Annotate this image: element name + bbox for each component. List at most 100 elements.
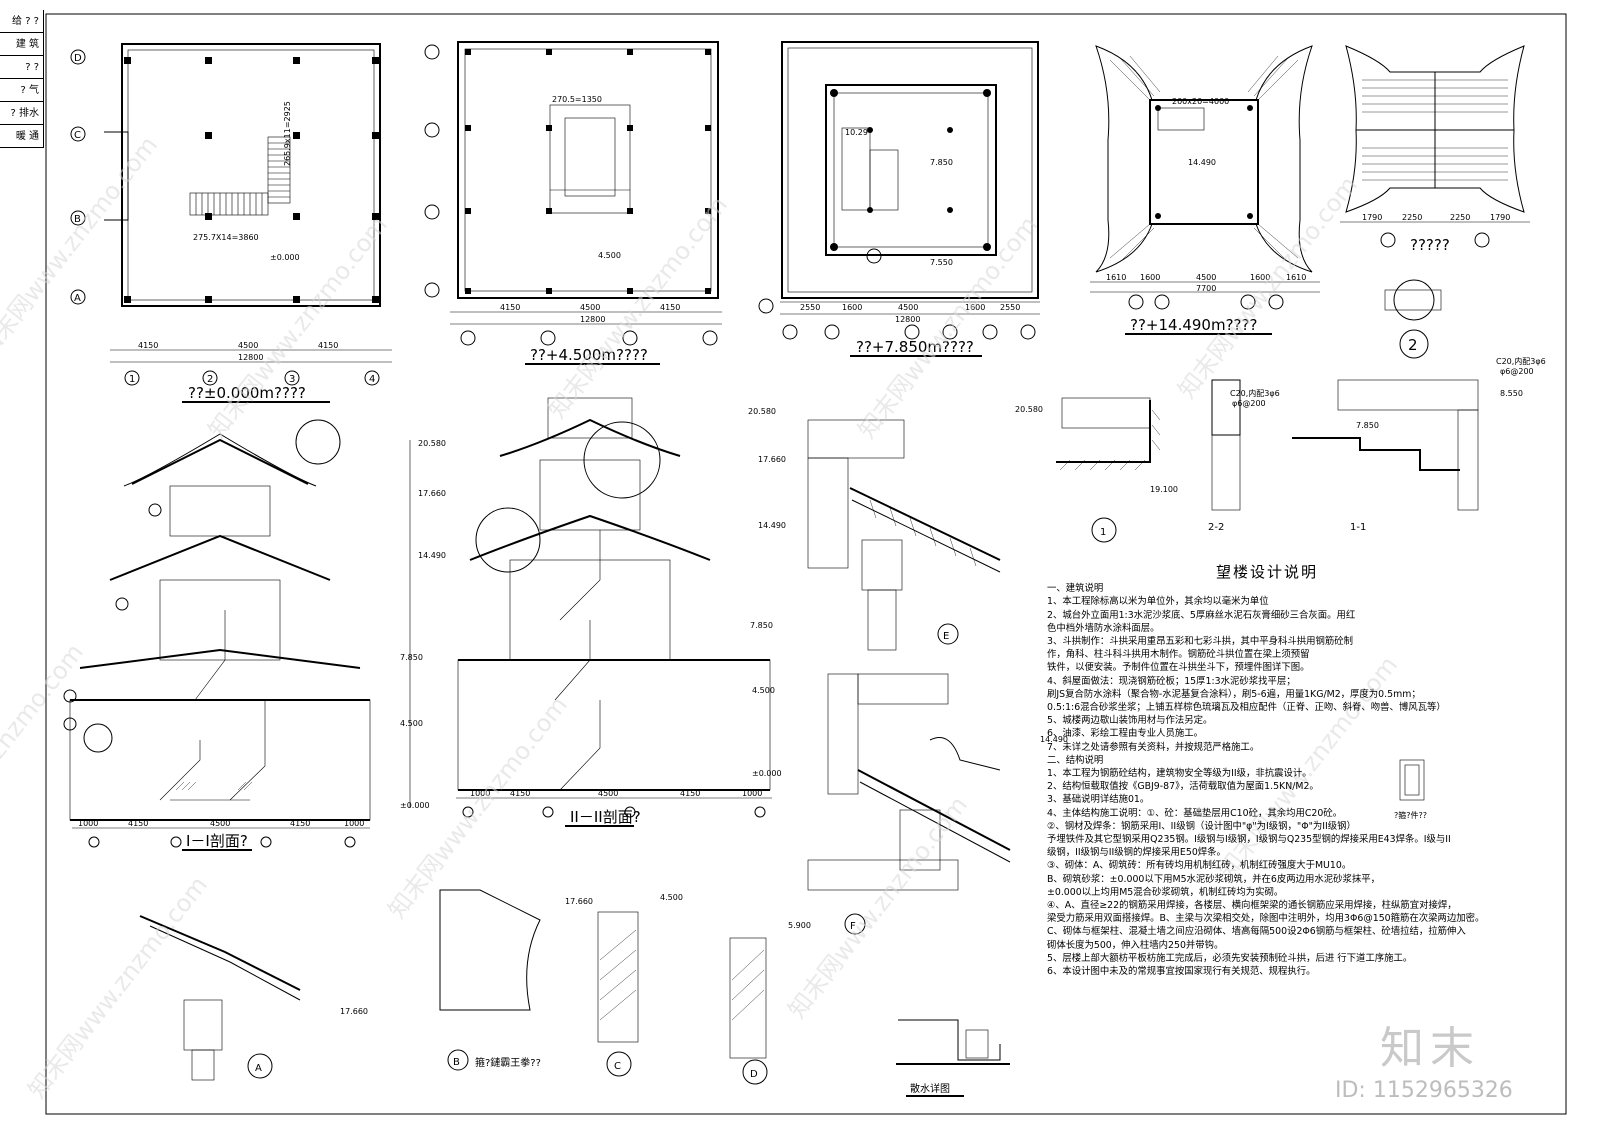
notes-line: 4、斜屋面做法：现浇钢筋砼板；15厚1:3水泥砂浆找平层；: [1047, 675, 1296, 687]
detail11-level: 8.550: [1500, 389, 1523, 398]
section2-dim: 4150: [510, 789, 530, 798]
plan4-dim: 1600: [1140, 273, 1160, 282]
notes-line: 色中档外墙防水涂料面层。: [1047, 622, 1160, 634]
section1-level: 14.490: [418, 551, 446, 560]
notes-line: 予埋铁件及其它型钢采用Q235钢。I级钢与I级钢，I级钢与Q235型钢的焊接采用…: [1047, 834, 1451, 846]
plan4-dim: 1600: [1250, 273, 1270, 282]
sidebar-row: 暖 通: [0, 125, 44, 148]
detail-A: 17.660 A: [139, 915, 368, 1081]
plan5-title: ?????: [1410, 236, 1450, 254]
axis-label: 4: [369, 374, 375, 385]
notes-line: ±0.000以上均用M5混合砂浆砌筑，机制红砖均为实砌。: [1047, 886, 1284, 898]
plan4-level: 14.490: [1188, 158, 1216, 167]
plan2-title: ??+4.500m????: [530, 346, 648, 364]
detail-C: 4.500 C: [597, 893, 683, 1077]
section1-level: 20.580: [418, 439, 446, 448]
detail-B-label: B: [453, 1057, 460, 1068]
plan2-dim: 4500: [580, 303, 600, 312]
plan3-dim: 2550: [800, 303, 820, 312]
plan4-dim: 1610: [1106, 273, 1126, 282]
drain-detail: 散水详图: [896, 1019, 1010, 1097]
drain-title: 散水详图: [910, 1082, 950, 1095]
section1-level: 17.660: [418, 489, 446, 498]
detailB-title: 箍?鏈霸王拳??: [475, 1056, 541, 1069]
section1-level: 7.850: [400, 653, 423, 662]
section2-dim: 1000: [470, 789, 490, 798]
stirrup-detail: ?箍?件??: [1394, 759, 1427, 820]
notes-line: 砌体长度为500，伸入柱墙内250并带钩。: [1047, 939, 1224, 951]
detailE-level: 20.580: [1015, 405, 1043, 414]
plan4-dim: 1610: [1286, 273, 1306, 282]
section2-dim: 4150: [680, 789, 700, 798]
plan1-stair2-dim: 265.9x11=2925: [283, 101, 292, 166]
section1-dim: 4150: [128, 819, 148, 828]
notes-line: 2、城台外立面用1:3水泥沙浆底、5厚麻丝水泥石灰膏细砂三合灰面。用红: [1047, 609, 1356, 621]
detail-1-label: 1: [1100, 527, 1106, 538]
notes-line: 6、油漆、彩绘工程由专业人员施工。: [1047, 728, 1203, 740]
detail1-level: 19.100: [1150, 485, 1178, 494]
notes-line: 梁受力筋采用双面搭接焊。B、主梁与次梁相交处，除图中注明外，均用3Φ6@150箍…: [1047, 913, 1485, 925]
notes-line: 5、层楼上部大额枋平板枋施工完成后，必须先安装预制砼斗拱，后进 行下道工序施工。: [1047, 952, 1413, 964]
section-1: 1000 4150 4500 4150 1000 I－I剖面?: [63, 419, 371, 851]
section2-dim: 4500: [598, 789, 618, 798]
detail-11-label: 1-1: [1350, 522, 1366, 533]
notes-line: 3、基础说明详结施01。: [1047, 794, 1150, 806]
sidebar-row: 给 ? ?: [0, 10, 44, 33]
notes-title: 望楼设计说明: [1215, 563, 1318, 581]
plan5-dim: 1790: [1490, 213, 1510, 222]
watermark-text: znzmo.com: [0, 639, 89, 764]
section2-level: ±0.000: [752, 769, 782, 778]
sidebar-row: ? ?: [0, 56, 44, 79]
detailC-level: 4.500: [660, 893, 683, 902]
detailA-level: 17.660: [340, 1007, 368, 1016]
plan2-top: 270.5=1350: [552, 95, 602, 104]
section2-dim: 1000: [742, 789, 762, 798]
watermark-text: 知末网www.znzmo.com: [0, 131, 163, 364]
notes-line: ②、钢材及焊条：钢筋采用I、II级钢（设计图中"φ"为I级钢，"Φ"为II级钢）: [1047, 820, 1356, 832]
detail-2-2: C20,内配3φ6 φ6@200 2-2: [1208, 379, 1280, 533]
section1-level: ±0.000: [400, 801, 430, 810]
c20b-label: C20,内配3φ6: [1496, 356, 1546, 366]
section1-dim: 4500: [210, 819, 230, 828]
detail-A-label: A: [255, 1063, 262, 1074]
watermark-text: 知末网www.znzmo.com: [543, 191, 733, 424]
title-block-sidebar: 给 ? ? 建 筑 ? ? ? 气 ? 排水 暖 通: [0, 10, 44, 148]
notes-line: 二、结构说明: [1047, 754, 1104, 766]
plan1-dim: 4500: [238, 341, 258, 350]
notes-line: 7、未详之处请参照有关资料，并按规范严格施工。: [1047, 741, 1260, 753]
plan1-stair-dim: 275.7X14=3860: [193, 233, 259, 242]
row-label: C: [74, 130, 81, 141]
plan-4500: 270.5=1350 4.500 4150 4500 4150 12800 ??…: [424, 41, 722, 365]
section1-dim: 1000: [344, 819, 364, 828]
plan5-dim: 2250: [1450, 213, 1470, 222]
notes-line: 0.5:1:6混合砂浆坐浆；上铺五样棕色琉璃瓦及相应配件（正脊、正吻、斜脊、吻兽…: [1047, 702, 1446, 714]
sidebar-row: ? 排水: [0, 102, 44, 125]
plan-7850: 10.29 7.850 7.550 2550 1600 4500 1600 25…: [758, 41, 1040, 357]
plan3-dim: 1600: [965, 303, 985, 312]
detail-1: 1 19.100: [1056, 397, 1178, 543]
detail-2-label: 2: [1408, 336, 1418, 354]
notes-line: 5、城楼两边歇山装饰用材与作法另定。: [1047, 715, 1213, 727]
detail11-level2: 7.850: [1356, 421, 1379, 430]
notes-line: ④、A、直径≥22的钢筋采用焊接，各楼层、横向框架梁的通长钢筋应采用焊接，柱纵筋…: [1047, 900, 1457, 912]
notes-line: 1、本工程除标高以米为单位外，其余均以毫米为单位: [1047, 596, 1269, 608]
c20-label: C20,内配3φ6: [1230, 388, 1280, 398]
section2-level: 14.490: [758, 521, 786, 530]
notes-line: C、砌体与框架柱、混凝土墙之间应沿砌体、墙高每隔500设2Φ6钢筋与框架柱、砼墙…: [1047, 926, 1466, 938]
detail-E-label: E: [943, 631, 949, 642]
notes-line: 作，角科、柱斗科斗拱用木制作。钢筋砼斗拱位置在梁上须预留: [1047, 649, 1310, 661]
plan2-dim: 4150: [660, 303, 680, 312]
section2-level: 20.580: [748, 407, 776, 416]
notes-line: 刷JS复合防水涂料（聚合物-水泥基复合涂料），刷5-6遍，用量1KG/M2，厚度…: [1047, 688, 1421, 700]
plan3-dim: 4500: [898, 303, 918, 312]
watermark-text: 知末网www.znzmo.com: [783, 791, 973, 1024]
axis-label: 2: [207, 374, 213, 385]
detail-F: 14.490 F: [807, 673, 1068, 935]
plan3-dim: 1600: [842, 303, 862, 312]
detail-E: 20.580 E: [807, 405, 1043, 651]
sidebar-row: ? 气: [0, 79, 44, 102]
detail-22-label: 2-2: [1208, 522, 1224, 533]
